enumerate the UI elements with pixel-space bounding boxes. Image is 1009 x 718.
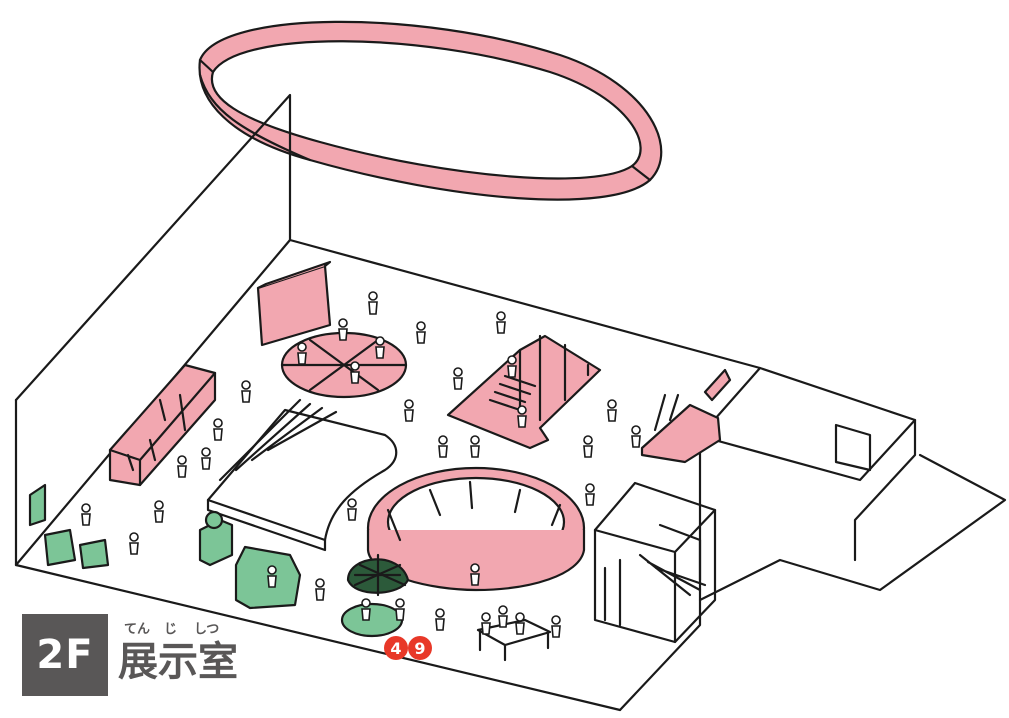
green-chairs <box>28 483 110 570</box>
work-table <box>476 618 552 647</box>
exhibit-marker-9[interactable]: 9 <box>408 636 432 660</box>
exhibit-marker-4[interactable]: 4 <box>384 636 408 660</box>
room-title: てん じ しつ 展示室 <box>118 618 238 698</box>
green-dome <box>340 553 410 638</box>
stair-structure <box>446 334 602 450</box>
room-name: 展示室 <box>118 639 238 685</box>
room-reading-1: てん <box>124 622 151 637</box>
left-counter <box>108 363 217 487</box>
green-booth <box>198 510 302 610</box>
visitors <box>81 291 641 638</box>
stairwell <box>593 481 717 644</box>
oval-bench <box>366 466 586 592</box>
room-reading-3: しつ <box>194 622 220 637</box>
round-table <box>280 331 408 399</box>
fence-enclosure <box>206 398 398 552</box>
display-panel <box>256 264 332 347</box>
floor-badge: 2F <box>22 614 108 696</box>
ceiling-ring <box>198 20 663 201</box>
floor-label: 2F <box>36 632 94 678</box>
room-reading-2: じ <box>164 622 178 637</box>
right-counter <box>640 368 732 464</box>
